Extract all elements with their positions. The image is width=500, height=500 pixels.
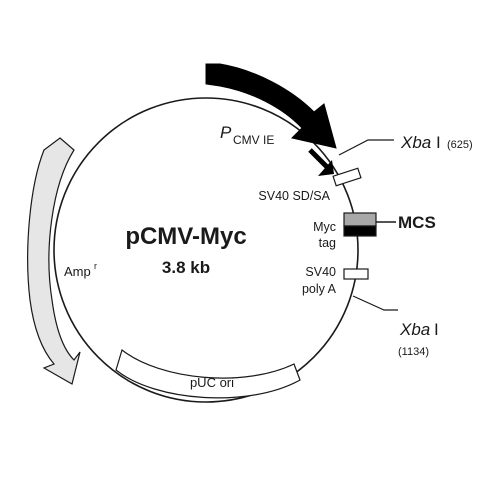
- sv40-sdsa-arrowhead: [318, 160, 334, 176]
- polya-label-line1: SV40: [305, 265, 336, 279]
- xba1-enzyme: Xba: [400, 133, 431, 152]
- puc-ori-label: pUC ori: [190, 375, 234, 390]
- xba2-numeral: I: [434, 320, 439, 339]
- polya-label-line2: poly A: [302, 282, 337, 296]
- puc-ori-box: [115, 348, 301, 399]
- sv40-sdsa-label: SV40 SD/SA: [258, 189, 330, 203]
- cmv-promoter-arrow: [205, 63, 337, 149]
- xba2-position: (1134): [398, 346, 429, 358]
- xba1-leader-line: [338, 139, 394, 156]
- amp-resistance-arrow: [27, 137, 81, 385]
- plasmid-name: pCMV-Myc: [125, 223, 246, 250]
- myc-tag-box: [343, 212, 377, 227]
- xba2-enzyme: Xba: [399, 320, 430, 339]
- amp-label: Amp: [64, 264, 91, 279]
- myc-label-line2: tag: [319, 236, 336, 250]
- promoter-label-sub: CMV IE: [233, 133, 274, 147]
- sv40-polya-box: [343, 268, 369, 280]
- xba1-numeral: I: [436, 133, 441, 152]
- sv40-sdsa-box: [332, 167, 362, 187]
- xba1-position: (625): [447, 139, 473, 151]
- promoter-label-p: P: [220, 123, 232, 142]
- mcs-label: MCS: [398, 213, 436, 232]
- plasmid-backbone: [53, 97, 359, 403]
- myc-label-line1: Myc: [313, 220, 336, 234]
- plasmid-size: 3.8 kb: [162, 258, 210, 277]
- amp-label-sup: r: [94, 261, 97, 271]
- xba2-leader-line: [352, 295, 398, 311]
- mcs-box: [343, 225, 377, 237]
